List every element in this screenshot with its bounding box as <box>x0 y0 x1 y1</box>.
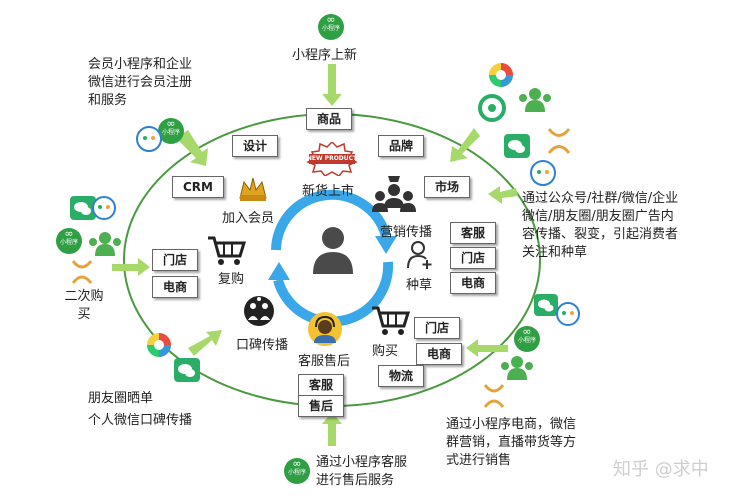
box-store-left: 门店 <box>152 249 199 271</box>
arrow-right <box>488 186 518 204</box>
stage-repurchase-label: 复购 <box>218 272 245 287</box>
kol-logo-icon-bottomright <box>482 382 506 410</box>
new-product-badge-text: NEW PRODUCT <box>306 155 358 162</box>
note-bottom-left: 朋友圈晒单 个人微信口碑传播 <box>88 388 248 432</box>
stage-wom-label: 口碑传播 <box>236 338 289 353</box>
cart-icon-repurchase <box>206 234 247 266</box>
cart-icon-buy <box>370 304 411 336</box>
box-goods: 商品 <box>306 108 353 130</box>
green-arrows <box>112 64 518 446</box>
note-left-line: 二次购 <box>64 289 104 304</box>
arrow-top-shaft <box>328 64 336 94</box>
headset-service-icon <box>308 312 342 346</box>
box-service-right: 客服 <box>450 222 497 244</box>
stage-join-label: 加入会员 <box>222 211 275 226</box>
arrow-bottom-head <box>322 412 342 424</box>
note-bottom-line: 进行售后服务 <box>316 473 395 488</box>
note-bottom-right-line: 通过小程序电商，微信 <box>446 417 577 432</box>
box-brand: 品牌 <box>378 135 425 157</box>
colorful-moments-icon <box>488 62 514 88</box>
note-top-left: 会员小程序和企业 微信进行会员注册 和服务 <box>88 56 238 110</box>
note-bottom-right-line: 式进行销售 <box>446 453 512 468</box>
community-group-icon-left <box>86 230 124 256</box>
arrow-bottomright-shaft <box>478 345 508 352</box>
watermark: 知乎 @求中 <box>613 459 709 480</box>
wechat-icon-right <box>504 134 530 158</box>
mini-program-icon-bottomright: 小程序 <box>514 317 540 352</box>
cycle-arrowhead-bottom <box>268 262 290 280</box>
community-group-icon-bottomright <box>498 354 536 380</box>
arrow-left-head <box>138 258 150 276</box>
box-ecom-lower: 电商 <box>416 343 463 365</box>
note-top-left-line: 微信进行会员注册 <box>88 75 193 90</box>
wecom-icon-right <box>530 160 556 186</box>
box-crm: CRM <box>172 176 224 198</box>
official-account-icon <box>478 94 506 122</box>
arrow-bottom-shaft <box>328 424 336 446</box>
note-bottom: 通过小程序客服 进行售后服务 <box>316 454 436 490</box>
wecom-icon-topleft <box>136 126 162 152</box>
wechat-icon-bottomright <box>534 294 558 316</box>
note-left-line: 买 <box>77 307 91 322</box>
box-service-bottom: 客服 <box>298 374 345 396</box>
note-bottom-line: 通过小程序客服 <box>316 455 408 470</box>
cycle-arrow-top <box>271 189 391 251</box>
wecom-icon-bottomright <box>556 302 580 326</box>
note-top-left-line: 和服务 <box>88 93 128 108</box>
cycle-arrow-bottom <box>273 261 394 327</box>
center-title: 新货上市 <box>302 184 355 199</box>
arrow-topright <box>450 128 480 162</box>
word-of-mouth-icon <box>244 294 274 328</box>
wechat-icon-bottomleft <box>174 358 200 382</box>
mini-program-icon-bottom: 小程序 <box>284 449 310 484</box>
box-store-lower: 门店 <box>414 317 461 339</box>
wecom-icon-left <box>92 196 116 220</box>
person-avatar-icon <box>310 224 356 274</box>
box-market: 市场 <box>424 176 471 198</box>
stage-buy-label: 购买 <box>372 344 399 359</box>
arrow-left-shaft <box>112 264 138 271</box>
box-store-right: 门店 <box>450 247 497 269</box>
note-right-line: 容传播、裂变，引起消费者 <box>522 227 679 242</box>
mini-program-icon-left: 小程序 <box>56 219 82 254</box>
note-top: 小程序上新 <box>292 48 358 63</box>
wechat-icon-left <box>70 196 96 220</box>
box-ecom-left: 电商 <box>152 276 199 298</box>
box-after-sales: 售后 <box>298 395 345 417</box>
arrow-topleft <box>176 130 208 166</box>
note-left: 二次购 买 <box>62 288 106 324</box>
arrow-top-head <box>322 94 342 106</box>
box-design: 设计 <box>232 135 279 157</box>
mini-program-icon-top: 小程序 <box>318 5 344 40</box>
kol-logo-icon <box>546 126 572 156</box>
box-logistics: 物流 <box>378 365 425 387</box>
kol-logo-icon-left <box>70 258 94 286</box>
colorful-moments-icon-left <box>146 332 172 358</box>
add-person-icon <box>406 240 434 270</box>
stage-marketing-label: 营销传播 <box>380 225 433 240</box>
marketing-people-icon <box>372 174 416 214</box>
arrow-bottomleft <box>188 330 222 356</box>
box-ecom-right: 电商 <box>450 272 497 294</box>
new-product-badge-icon: NEW PRODUCT <box>306 140 358 177</box>
note-right: 通过公众号/社群/微信/企业 微信/朋友圈/朋友圈广告内 容传播、裂变，引起消费… <box>522 190 748 262</box>
community-group-icon-top <box>516 86 554 112</box>
arrow-bottomright-head <box>466 339 478 357</box>
note-top-left-line: 会员小程序和企业 <box>88 57 193 72</box>
mini-program-icon-topleft: 小程序 <box>158 109 184 144</box>
note-bottom-right-line: 群营销，直播带货等方 <box>446 435 577 450</box>
cycle-arrowhead-top <box>375 236 397 254</box>
stage-service-label: 客服售后 <box>298 354 351 369</box>
note-bottom-left-line: 个人微信口碑传播 <box>88 413 193 428</box>
member-badge-icon <box>236 176 270 202</box>
note-right-line: 通过公众号/社群/微信/企业 <box>522 191 679 206</box>
stage-plant-label: 种草 <box>406 278 433 293</box>
note-right-line: 关注和种草 <box>522 245 588 260</box>
note-right-line: 微信/朋友圈/朋友圈广告内 <box>522 209 674 224</box>
note-bottom-right: 通过小程序电商，微信 群营销，直播带货等方 式进行销售 <box>446 416 616 470</box>
note-bottom-left-line: 朋友圈晒单 <box>88 391 154 406</box>
